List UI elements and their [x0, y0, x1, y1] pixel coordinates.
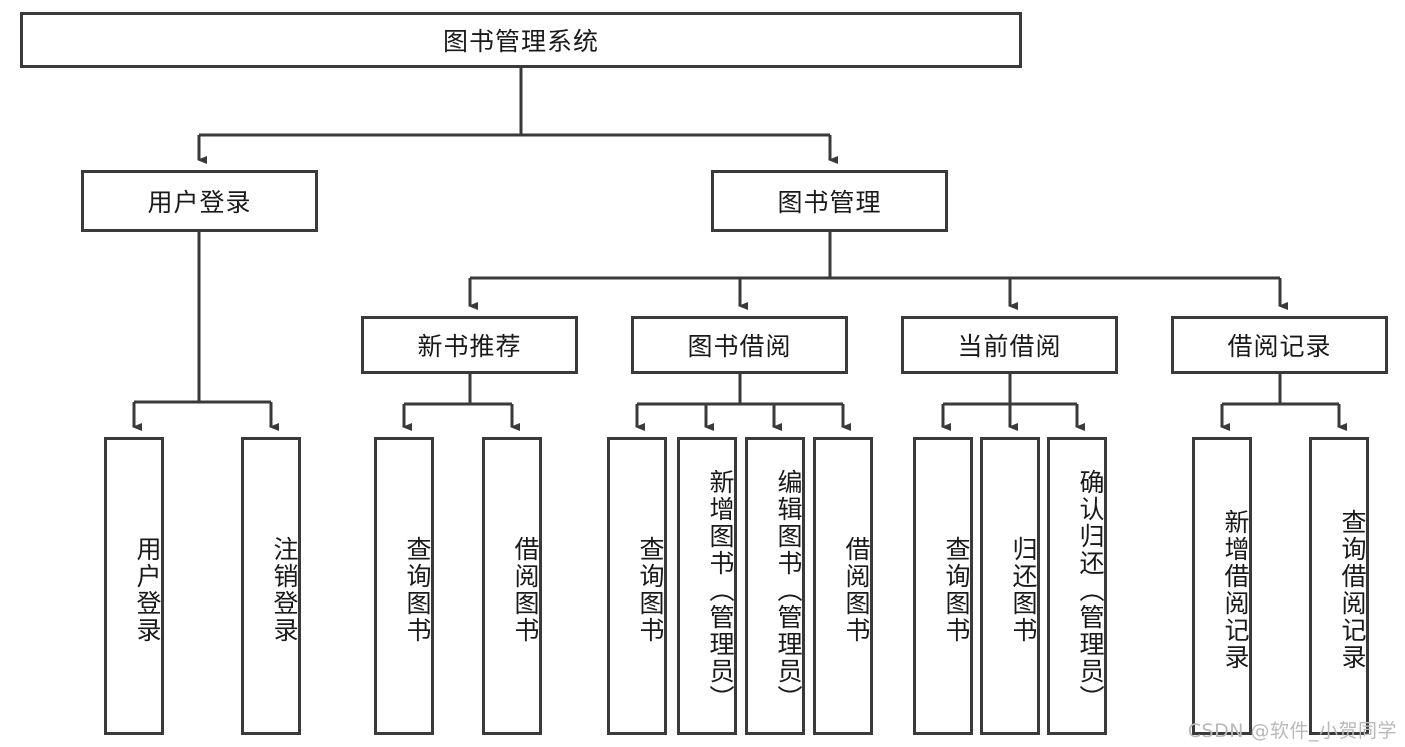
node-label: 用户登录	[133, 536, 162, 644]
node-label: 当前借阅	[957, 332, 1062, 361]
node-book-management[interactable]: 图书管理	[711, 170, 948, 232]
node-label: 新增图书（管理员）	[706, 468, 735, 712]
leaf-book-borrow-add-book-admin[interactable]: 新增图书（管理员）	[677, 437, 737, 735]
node-new-book-recommend[interactable]: 新书推荐	[361, 316, 578, 374]
node-label: 用户登录	[147, 188, 252, 217]
node-label: 借阅图书	[511, 536, 540, 644]
node-label: 查询图书	[942, 536, 971, 644]
leaf-current-borrow-query-books[interactable]: 查询图书	[913, 437, 973, 735]
leaf-current-borrow-confirm-return-admin[interactable]: 确认归还（管理员）	[1047, 437, 1107, 735]
node-label: 确认归还（管理员）	[1076, 468, 1105, 712]
node-book-borrow[interactable]: 图书借阅	[631, 316, 848, 374]
leaf-new-book-borrow-books[interactable]: 借阅图书	[482, 437, 542, 735]
leaf-book-borrow-borrow-books[interactable]: 借阅图书	[813, 437, 873, 735]
leaf-book-borrow-query-books[interactable]: 查询图书	[607, 437, 667, 735]
node-label: 查询图书	[403, 536, 432, 644]
node-label: 编辑图书（管理员）	[774, 468, 803, 712]
node-label: 注销登录	[270, 536, 299, 644]
leaf-user-login-logout[interactable]: 注销登录	[241, 437, 301, 735]
leaf-user-login-login[interactable]: 用户登录	[104, 437, 164, 735]
leaf-book-borrow-edit-book-admin[interactable]: 编辑图书（管理员）	[745, 437, 805, 735]
leaf-current-borrow-return-books[interactable]: 归还图书	[980, 437, 1040, 735]
node-label: 新书推荐	[417, 332, 522, 361]
node-label: 新增借阅记录	[1221, 509, 1250, 671]
node-label: 借阅记录	[1227, 332, 1332, 361]
node-root-book-management-system[interactable]: 图书管理系统	[20, 12, 1022, 68]
leaf-borrow-record-query-record[interactable]: 查询借阅记录	[1309, 437, 1369, 735]
node-label: 归还图书	[1009, 536, 1038, 644]
leaf-borrow-record-add-record[interactable]: 新增借阅记录	[1192, 437, 1252, 735]
node-label: 图书管理系统	[442, 27, 599, 56]
node-label: 借阅图书	[842, 536, 871, 644]
leaf-new-book-query-books[interactable]: 查询图书	[374, 437, 434, 735]
node-borrow-record[interactable]: 借阅记录	[1171, 316, 1388, 374]
node-current-borrow[interactable]: 当前借阅	[901, 316, 1118, 374]
node-label: 图书管理	[777, 188, 882, 217]
node-label: 查询图书	[636, 536, 665, 644]
node-user-login[interactable]: 用户登录	[81, 170, 318, 232]
csdn-watermark: CSDN @软件_小贺同学	[1187, 720, 1397, 742]
node-label: 图书借阅	[687, 332, 792, 361]
node-label: 查询借阅记录	[1338, 509, 1367, 671]
